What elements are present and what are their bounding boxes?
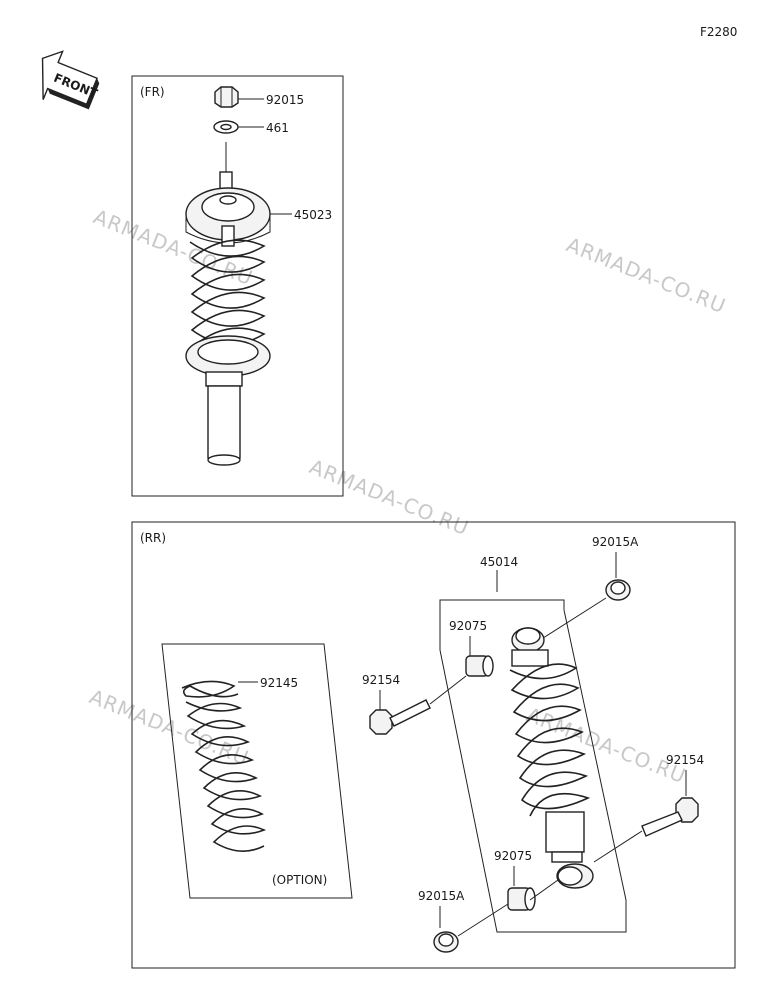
part-label-92075-bottom: 92075 [494,849,532,863]
front-arrow-icon: FRONT [41,50,100,110]
option-frame [161,643,353,899]
part-label-92154-right: 92154 [666,753,704,767]
part-label-92075-top: 92075 [449,619,487,633]
watermark-3: ARMADA-CO.RU [306,454,472,540]
front-section-title: (FR) [140,85,165,99]
part-label-92015: 92015 [266,93,304,107]
bushing-icon [465,655,494,677]
part-label-92015a-top: 92015A [592,535,639,549]
watermark-2: ARMADA-CO.RU [563,232,729,318]
flange-nut-icon [605,579,631,601]
part-label-92015a-bottom: 92015A [418,889,465,903]
bolt-icon [641,797,699,837]
part-label-92154-left: 92154 [362,673,400,687]
washer-icon [213,120,239,134]
rear-section-title: (RR) [140,531,166,545]
rear-section-frame [131,521,736,969]
figure-code: F2280 [700,25,737,39]
rear-shock-absorber-icon [509,627,594,889]
part-label-92145: 92145 [260,676,298,690]
part-label-45023: 45023 [294,208,332,222]
part-label-461: 461 [266,121,289,135]
part-label-45014: 45014 [480,555,518,569]
flange-nut-icon [433,931,459,953]
front-section-frame [131,75,344,497]
nut-icon [214,86,239,108]
option-label: (OPTION) [272,873,327,887]
bushing-icon [507,887,536,911]
front-shock-absorber-icon [185,142,271,466]
bolt-icon [369,699,431,735]
spring-icon [181,680,267,852]
